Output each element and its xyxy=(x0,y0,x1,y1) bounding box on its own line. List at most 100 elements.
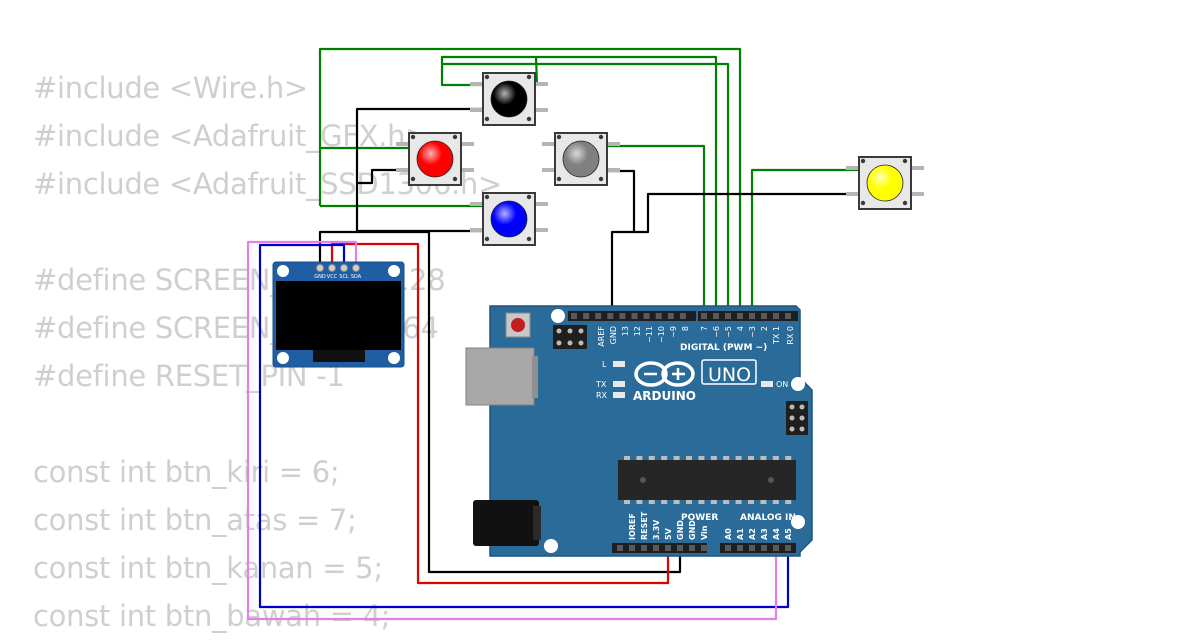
header-hole[interactable] xyxy=(653,545,659,551)
header-hole[interactable] xyxy=(677,545,683,551)
chip-leg xyxy=(673,500,680,504)
chip-dot xyxy=(640,477,646,483)
header-hole[interactable] xyxy=(607,313,614,319)
analog-pin-label: A2 xyxy=(748,528,757,540)
push-button-yellow[interactable] xyxy=(846,156,924,210)
header-hole[interactable] xyxy=(643,313,650,319)
digital-header-label: DIGITAL (PWM ~) xyxy=(680,343,767,353)
digital-header-high xyxy=(698,311,798,321)
chip-leg xyxy=(648,500,655,504)
power-header-label: POWER xyxy=(681,513,718,523)
led-on-label: ON xyxy=(776,380,788,389)
button-corner-dot xyxy=(902,158,908,164)
button-corner-dot xyxy=(860,200,866,206)
header-hole[interactable] xyxy=(655,313,662,319)
header-hole[interactable] xyxy=(761,545,767,551)
header-hole[interactable] xyxy=(667,313,674,319)
header-hole[interactable] xyxy=(725,545,731,551)
chip-leg xyxy=(624,456,630,460)
usb-connector-inner xyxy=(532,356,538,398)
button-leg xyxy=(460,168,474,172)
led-tx-label: TX xyxy=(595,380,607,389)
oled-pin-gnd[interactable] xyxy=(316,264,324,272)
oled-pin-vcc[interactable] xyxy=(328,264,336,272)
chip-leg xyxy=(723,456,730,460)
button-leg xyxy=(542,142,556,146)
header-hole[interactable] xyxy=(737,545,743,551)
button-leg xyxy=(910,192,924,196)
header-hole[interactable] xyxy=(583,313,590,319)
oled-pin-scl[interactable] xyxy=(340,264,348,272)
uno-badge xyxy=(701,359,757,385)
button-leg xyxy=(396,168,410,172)
chip-leg xyxy=(698,456,705,460)
header-hole[interactable] xyxy=(761,313,767,319)
reset-button-cap[interactable] xyxy=(511,318,525,332)
code-line: const int btn_kanan = 5; xyxy=(33,551,383,585)
button-corner-dot xyxy=(484,116,490,122)
header-hole[interactable] xyxy=(773,313,779,319)
digital-pin-label: 12 xyxy=(633,326,642,336)
header-hole[interactable] xyxy=(749,313,755,319)
header-hole[interactable] xyxy=(595,313,602,319)
icsp2-pin xyxy=(799,415,805,421)
push-button-blue[interactable] xyxy=(470,192,548,246)
push-button-gray[interactable] xyxy=(542,132,620,186)
wire-black xyxy=(558,169,636,318)
code-line: const int btn_kiri = 6; xyxy=(33,455,340,489)
button-leg xyxy=(460,142,474,146)
header-hole[interactable] xyxy=(629,545,635,551)
button-corner-dot xyxy=(452,176,458,182)
button-corner-dot xyxy=(902,200,908,206)
header-hole[interactable] xyxy=(713,313,719,319)
header-hole[interactable] xyxy=(631,313,638,319)
chip-leg xyxy=(735,456,742,460)
icsp2-pin xyxy=(799,404,805,410)
button-corner-dot xyxy=(410,134,416,140)
uno-label: UNO xyxy=(708,364,751,386)
header-hole[interactable] xyxy=(701,545,707,551)
button-cap-shine xyxy=(417,141,453,177)
push-button-red[interactable] xyxy=(396,132,474,186)
header-hole[interactable] xyxy=(785,313,791,319)
digital-pin-label: ~9 xyxy=(669,326,678,338)
header-hole[interactable] xyxy=(725,313,731,319)
oled-pin-label: SCL xyxy=(339,274,349,280)
button-cap-shine xyxy=(491,81,527,117)
header-hole[interactable] xyxy=(737,313,743,319)
power-pin-label: IOREF xyxy=(628,513,637,540)
header-hole[interactable] xyxy=(701,313,707,319)
header-hole[interactable] xyxy=(641,545,647,551)
button-corner-dot xyxy=(598,176,604,182)
chip-leg xyxy=(772,456,779,460)
oled-pin-sda[interactable] xyxy=(352,264,360,272)
button-leg xyxy=(910,166,924,170)
digital-pin-label: TX 1 xyxy=(772,326,781,345)
button-leg xyxy=(534,82,548,86)
header-hole[interactable] xyxy=(619,313,626,319)
digital-pin-label: 4 xyxy=(736,326,745,331)
push-button-black[interactable] xyxy=(470,72,548,126)
wire-green xyxy=(750,168,858,318)
header-hole[interactable] xyxy=(773,545,779,551)
mount-hole xyxy=(791,377,805,391)
header-hole[interactable] xyxy=(679,313,686,319)
power-jack xyxy=(473,500,539,546)
mount-hole xyxy=(277,352,289,364)
header-hole[interactable] xyxy=(749,545,755,551)
header-hole[interactable] xyxy=(665,545,671,551)
power-pin-label: 5V xyxy=(664,527,673,540)
chip-leg xyxy=(760,500,767,504)
power-pin-label: 3.3V xyxy=(652,519,661,540)
wire-green xyxy=(440,55,539,87)
header-hole[interactable] xyxy=(689,545,695,551)
header-hole[interactable] xyxy=(785,545,791,551)
button-leg xyxy=(606,142,620,146)
header-hole[interactable] xyxy=(571,313,577,319)
header-hole[interactable] xyxy=(617,545,623,551)
chip-leg xyxy=(735,500,742,504)
icsp-pin xyxy=(556,328,562,334)
chip-leg xyxy=(710,456,717,460)
